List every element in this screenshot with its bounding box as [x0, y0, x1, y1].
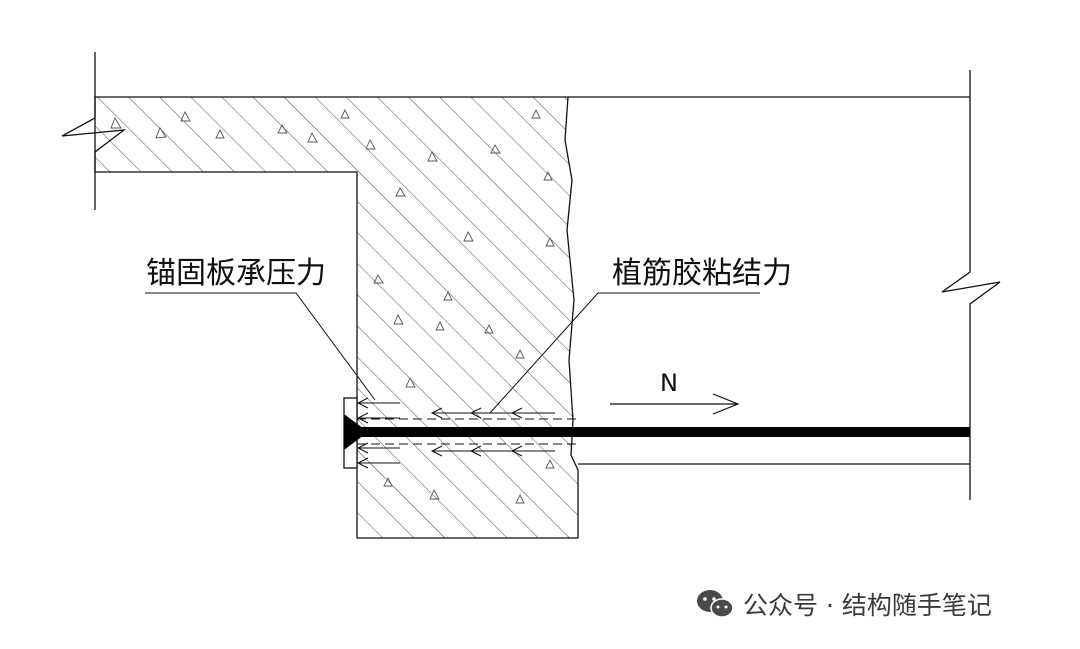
existing-member-outline [568, 70, 1001, 500]
rebar-bond-label: 植筋胶粘结力 [612, 256, 792, 291]
bearing-force-arrows [356, 397, 400, 469]
watermark-text: 公众号 · 结构随手笔记 [743, 591, 992, 620]
concrete-section [94, 96, 579, 539]
leader-lines [145, 292, 760, 414]
tension-arrow [610, 393, 740, 415]
rebar [357, 418, 970, 445]
bond-force-arrows [430, 407, 555, 457]
aggregate-marks [110, 108, 555, 504]
wechat-icon [697, 590, 734, 618]
watermark: 公众号 · 结构随手笔记 [695, 584, 992, 624]
anchor-plate [343, 397, 368, 469]
anchor-plate-bearing-label: 锚固板承压力 [146, 256, 326, 291]
tension-label: N [660, 369, 678, 397]
slab-break-line [61, 52, 127, 210]
